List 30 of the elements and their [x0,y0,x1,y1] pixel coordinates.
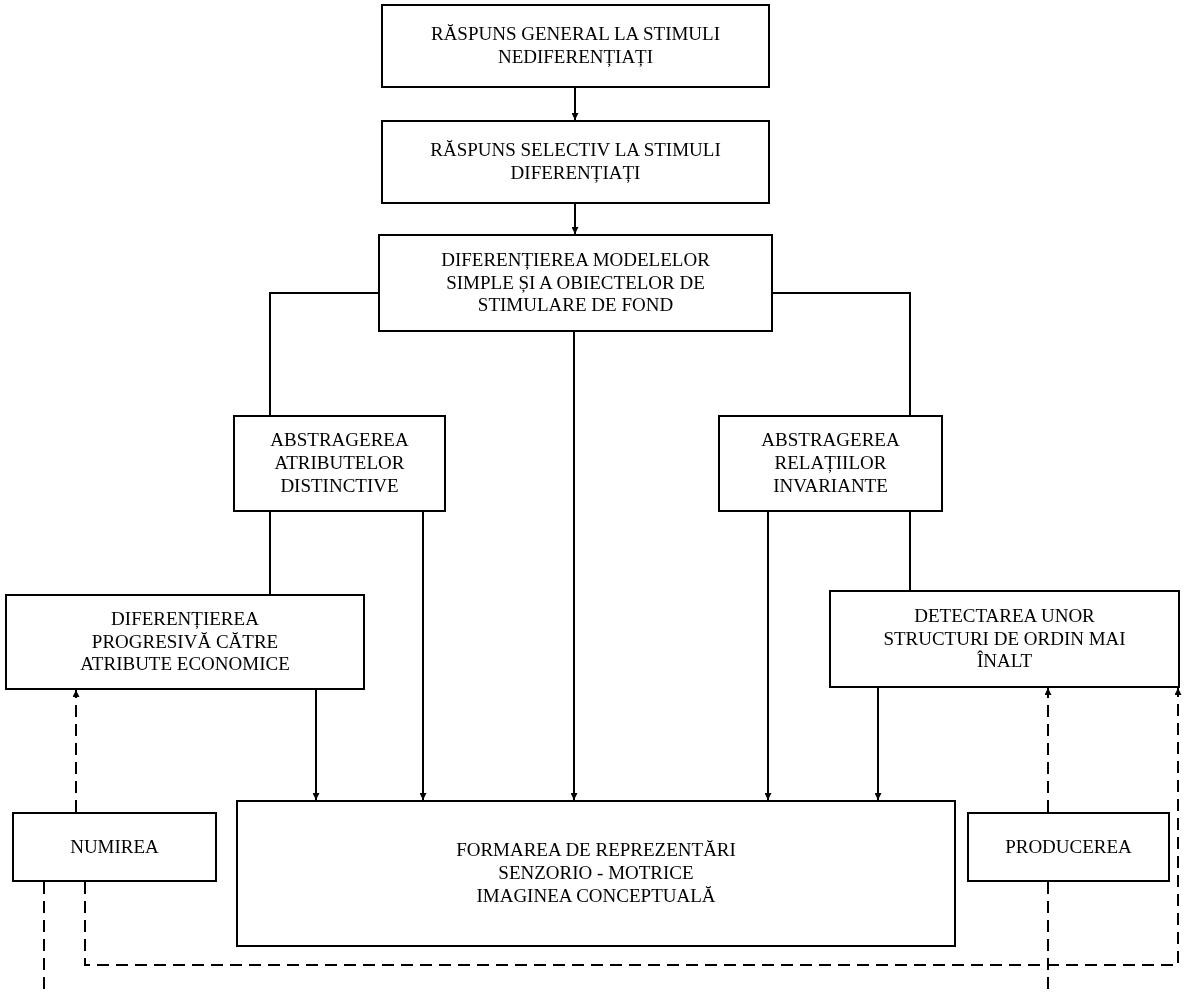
connector-arrow [764,511,772,801]
connector-arrow [1044,687,1052,813]
connector-arrow [312,689,320,801]
box-label: DIFERENȚIEREA MODELELOR SIMPLE ȘI A OBIECTELOR DE STIMULARE DE FOND [440,248,711,318]
process-box [829,590,1180,688]
box-label: NUMIREA [70,835,159,859]
connector-arrow [571,203,579,235]
process-box [381,120,770,204]
process-box [12,812,217,882]
connector-arrow [419,511,427,801]
connector-arrow [72,689,80,813]
process-box [5,594,365,690]
box-label: FORMAREA DE REPREZENTĂRI SENZORIO - MOTRICE IMAGINEA CONCEPTUALĂ [456,839,736,908]
process-box [967,812,1170,882]
box-label: PRODUCEREA [1005,835,1132,859]
connector-arrow [570,331,578,801]
connector-arrow [84,687,1182,966]
process-box [378,234,773,332]
connector-arrow [571,87,579,121]
process-box [236,800,956,947]
process-box [718,415,943,512]
process-box [233,415,446,512]
process-box [381,4,770,88]
box-label: DETECTAREA UNOR STRUCTURI DE ORDIN MAI ÎNALT [882,604,1127,674]
connector-arrow [874,687,882,801]
box-label: ABSTRAGEREA ATRIBUTELOR DISTINCTIVE [269,429,410,498]
box-label: RĂSPUNS SELECTIV LA STIMULI DIFERENȚIAȚI [429,139,722,185]
box-label: RĂSPUNS GENERAL LA STIMULI NEDIFERENȚIAȚI [429,23,722,69]
box-label: DIFERENȚIEREA PROGRESIVĂ CĂTRE ATRIBUTE ECONOMICE [79,607,291,677]
box-label: ABSTRAGEREA RELAȚIILOR INVARIANTE [760,429,901,498]
